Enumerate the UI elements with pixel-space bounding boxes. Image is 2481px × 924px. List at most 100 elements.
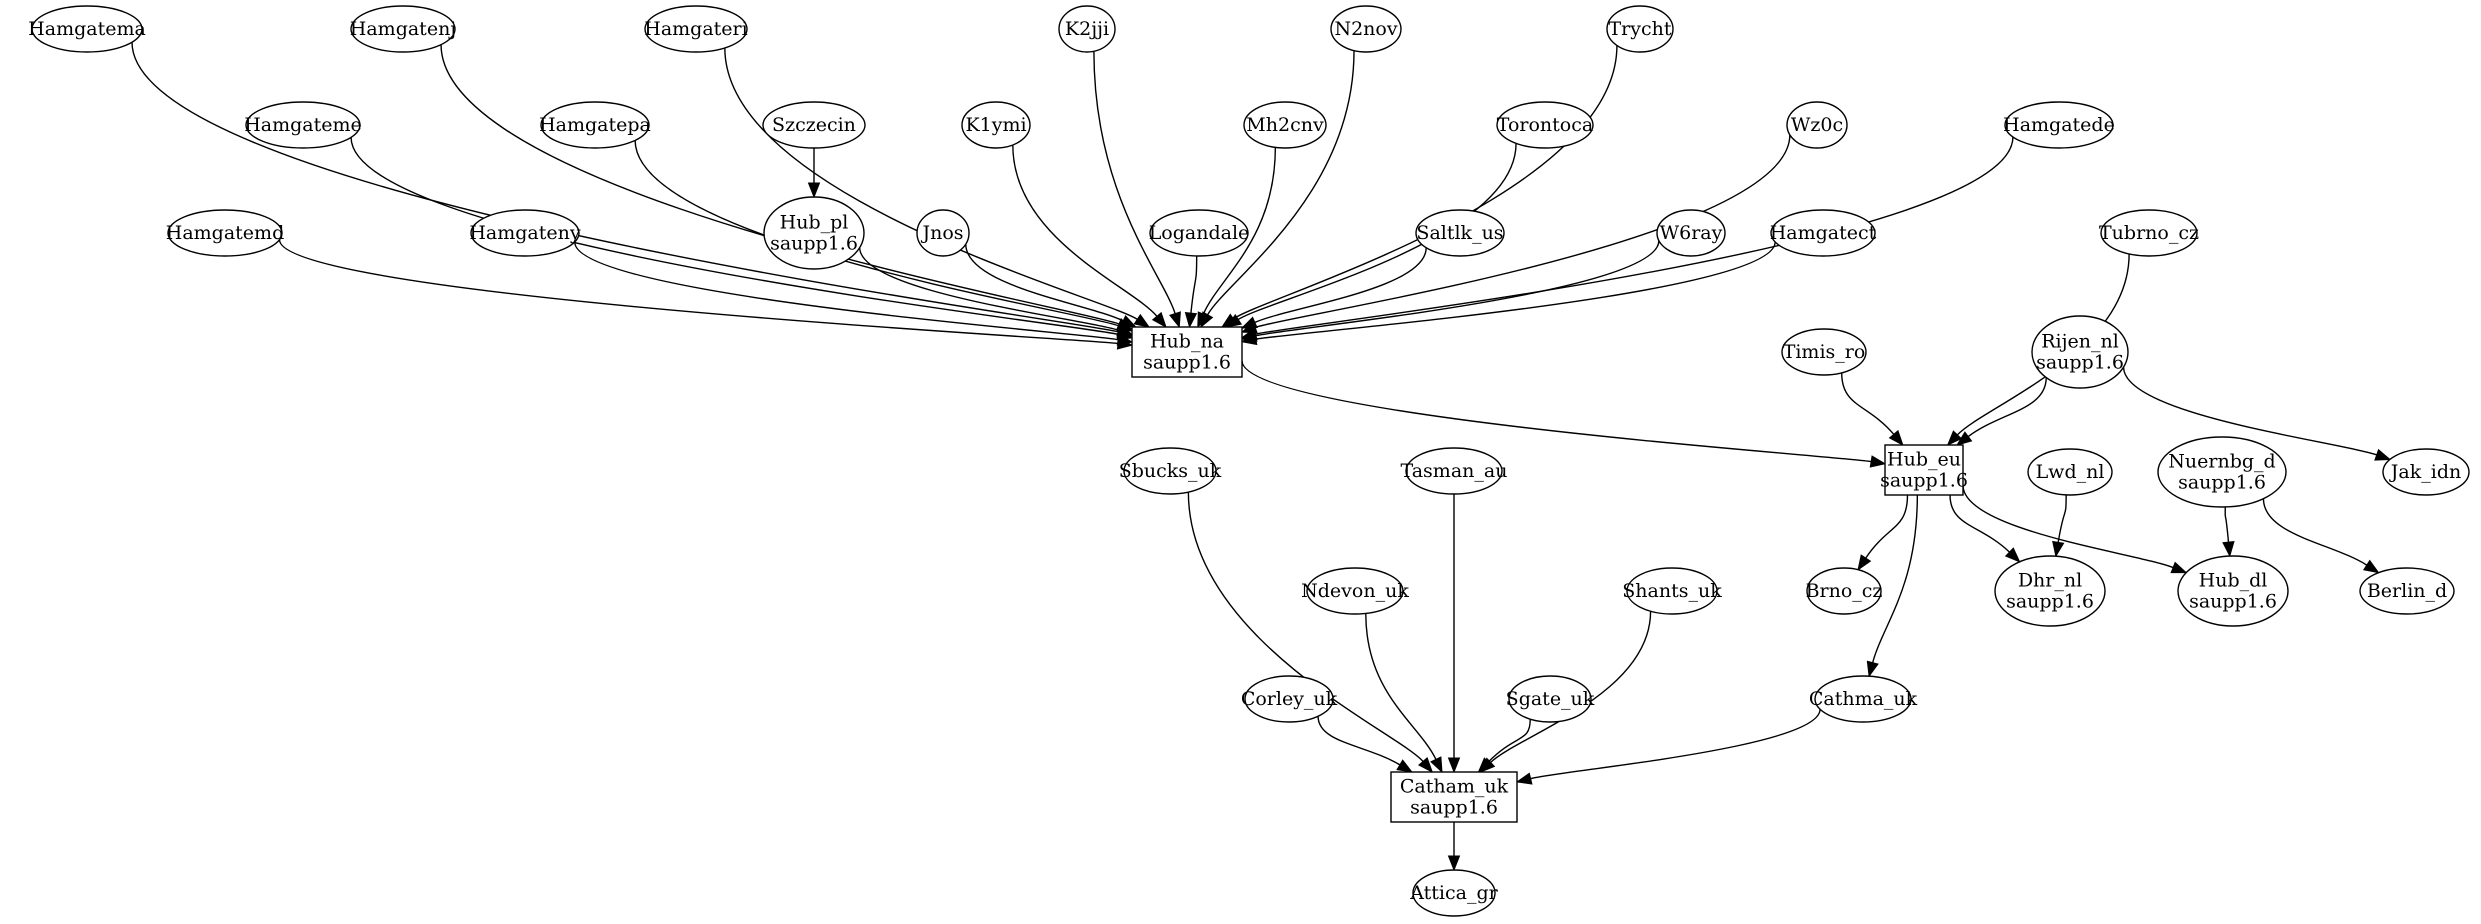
node-ellipse: [2157, 436, 2287, 508]
edge-nuernbg-d-to-berlin-d: [2262, 498, 2380, 574]
edge-hub-eu-to-cathma-uk: [1866, 494, 1919, 678]
node-hamgatemd: Hamgatemd: [166, 209, 284, 257]
node-hamgatede: Hamgatede: [2003, 101, 2115, 149]
node-label: Torontoca: [1497, 114, 1593, 136]
arrowhead-icon: [2052, 540, 2065, 558]
edge-line: [1012, 144, 1158, 317]
edge-nuernbg-d-to-hub-dl: [2222, 506, 2235, 558]
node-ellipse: [2027, 448, 2113, 496]
node-ellipse: [2382, 448, 2470, 496]
node-label: Shants_uk: [1622, 580, 1722, 602]
node-label: Jnos: [920, 222, 963, 244]
edge-k2jji-to-hub-na: [1093, 51, 1181, 329]
node-label: Trycht: [1608, 18, 1671, 40]
node-label: Catham_uk: [1400, 776, 1509, 798]
node-hamgatepa: Hamgatepa: [539, 101, 651, 149]
node-attica-gr: Attica_gr: [1409, 869, 1499, 917]
node-label: Hamgateny: [469, 222, 581, 244]
node-ellipse: [1656, 209, 1726, 257]
edge-catham-uk-to-attica-gr: [1447, 821, 1461, 872]
node-ellipse: [350, 5, 456, 53]
edge-line: [1949, 494, 2011, 553]
node-brno-cz: Brno_cz: [1806, 567, 1883, 615]
node-label: Wz0c: [1791, 114, 1843, 136]
edge-line: [278, 239, 1119, 345]
arrowhead-icon: [1116, 333, 1134, 346]
edge-rijen-nl-to-hub-eu: [1955, 377, 2047, 446]
node-ellipse: [1243, 101, 1327, 149]
node-ellipse: [1508, 675, 1592, 723]
node-label: Hub_pl: [780, 212, 849, 234]
node-ellipse: [1806, 567, 1882, 615]
edge-line: [1840, 372, 1895, 435]
hub-box: [1131, 326, 1243, 378]
edge-line: [1187, 492, 1424, 762]
arrowhead-icon: [1396, 759, 1414, 773]
node-label: Sgate_uk: [1506, 688, 1595, 710]
node-ellipse: [1770, 209, 1876, 257]
arrowhead-icon: [2374, 448, 2392, 461]
node-sublabel: saupp1.6: [2178, 472, 2266, 494]
edge-line: [131, 42, 1119, 333]
node-label: Nuernbg_d: [2168, 451, 2275, 473]
arrowhead-icon: [807, 182, 821, 199]
node-ellipse: [1123, 447, 1217, 495]
node-sublabel: saupp1.6: [2036, 352, 2124, 374]
arrowhead-icon: [2362, 559, 2380, 574]
edge-line: [1255, 136, 2014, 335]
node-hamgateny: Hamgateny: [469, 209, 581, 257]
arrowhead-icon: [1116, 324, 1134, 336]
edge-line: [440, 44, 1120, 325]
node-label: Brno_cz: [1806, 580, 1883, 602]
node-ellipse: [470, 209, 580, 257]
edge-sgate-uk-to-catham-uk: [1477, 719, 1531, 773]
node-ellipse: [916, 209, 970, 257]
node-hamgatenj: Hamgatenj: [350, 5, 456, 53]
edge-line: [724, 47, 1138, 320]
arrowhead-icon: [1240, 332, 1258, 346]
node-ellipse: [961, 101, 1031, 149]
edge-hamgatenj-to-hub-na: [440, 44, 1134, 330]
node-ellipse: [763, 196, 865, 270]
node-ellipse: [2100, 209, 2198, 257]
node-ellipse: [762, 101, 866, 149]
arrowhead-icon: [2170, 561, 2188, 574]
node-ellipse: [2359, 567, 2455, 615]
node-label: Hamgatemd: [166, 222, 284, 244]
node-ellipse: [1626, 567, 1718, 615]
node-ellipse: [1149, 209, 1249, 257]
edge-sbucks-uk-to-catham-uk: [1187, 492, 1434, 774]
node-k2jji: K2jji: [1058, 5, 1116, 53]
arrowhead-icon: [1240, 316, 1258, 329]
node-jak-idn: Jak_idn: [2382, 448, 2470, 496]
node-k1ymi: K1ymi: [961, 101, 1031, 149]
node-label: Dhr_nl: [2018, 570, 2082, 592]
edge-hub-na-to-hub-eu: [1241, 360, 1887, 468]
arrowhead-icon: [1151, 311, 1167, 329]
node-label: Hamgateri: [644, 18, 747, 40]
arrowhead-icon: [1866, 660, 1879, 678]
edge-line: [859, 247, 1119, 331]
node-n2nov: N2nov: [1330, 5, 1402, 53]
arrowhead-icon: [2004, 547, 2021, 563]
edge-szczecin-to-hub-pl: [807, 147, 821, 199]
node-label: Tubrno_cz: [2099, 222, 2199, 244]
edge-cathma-uk-to-catham-uk: [1515, 709, 1821, 785]
arrowhead-icon: [1119, 315, 1137, 328]
node-ellipse: [31, 5, 143, 53]
arrowhead-icon: [1169, 311, 1181, 329]
node-label: Attica_gr: [1409, 882, 1498, 904]
edge-line: [1207, 50, 1355, 316]
edge-line: [1233, 45, 1618, 320]
edge-lwd-nl-to-dhr-nl: [2052, 494, 2067, 558]
node-ellipse: [1814, 675, 1912, 723]
node-cathma-uk: Cathma_uk: [1809, 675, 1918, 723]
edge-line: [2262, 498, 2368, 566]
node-berlin-d: Berlin_d: [2359, 567, 2455, 615]
node-shants-uk: Shants_uk: [1622, 567, 1722, 615]
edge-line: [1241, 360, 1872, 463]
node-label: Corley_uk: [1241, 688, 1338, 710]
